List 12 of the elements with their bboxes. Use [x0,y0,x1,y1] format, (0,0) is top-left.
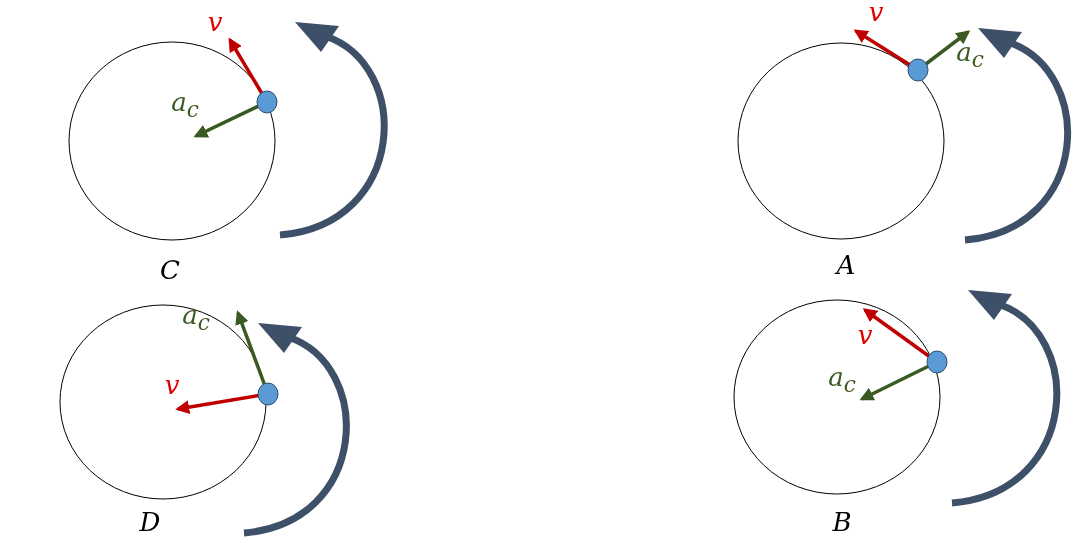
acceleration-symbol: a$_{c}$ [171,89,199,121]
acceleration-symbol: a$_{c}$ [182,302,210,334]
acceleration-symbol: a$_{c}$ [828,364,856,396]
panel-letter: A [836,252,856,278]
panel-letter: D [139,509,161,535]
panel-letter: B [832,509,852,535]
velocity-symbol: v [207,9,223,35]
velocity-symbol: v [868,0,884,25]
acceleration-symbol: a$_{c}$ [956,39,984,71]
panel-letter: C [160,257,180,283]
velocity-symbol: v [857,322,873,348]
velocity-symbol: v [164,372,180,398]
